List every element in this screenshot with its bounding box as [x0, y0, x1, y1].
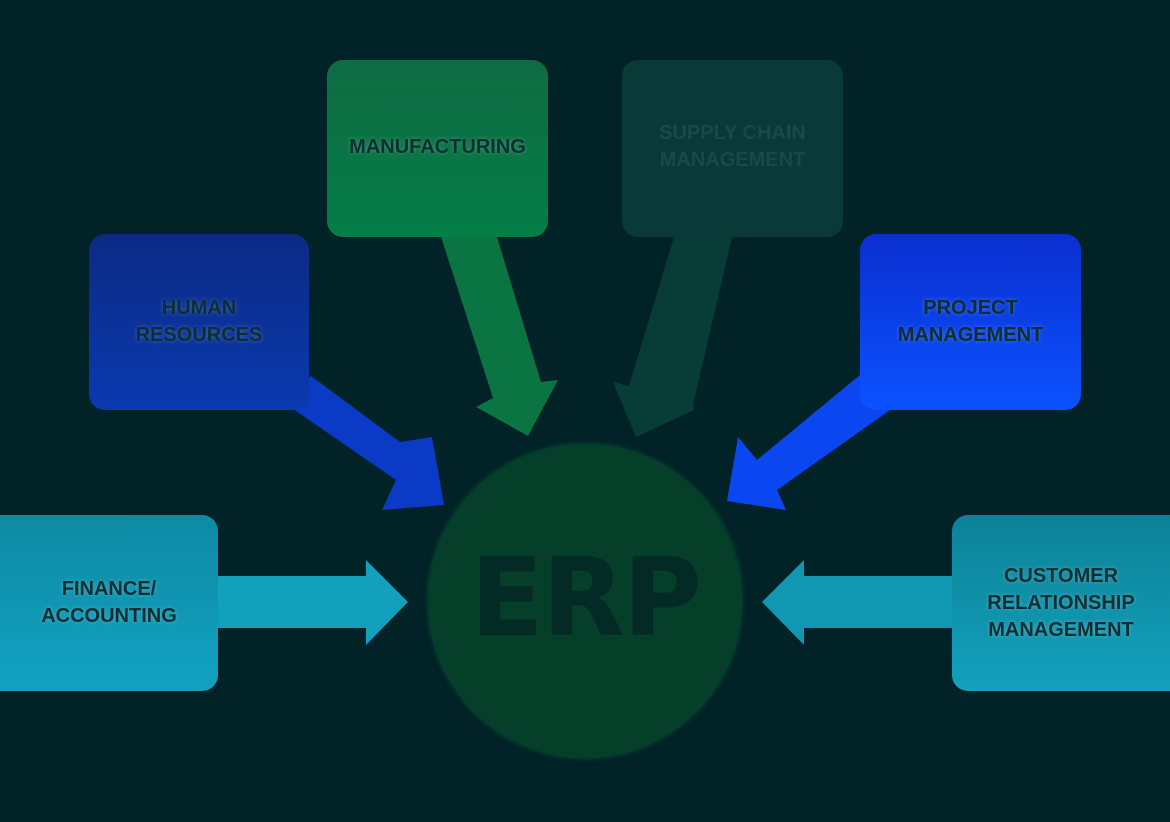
module-project-management: PROJECT MANAGEMENT [860, 234, 1081, 410]
arrow-hr [283, 376, 444, 510]
module-crm-label: CUSTOMER RELATIONSHIP MANAGEMENT [987, 564, 1135, 641]
module-pm-label: PROJECT MANAGEMENT [897, 297, 1044, 346]
erp-center-label: ERP [469, 535, 702, 661]
module-fin-label: FINANCE/ ACCOUNTING [41, 578, 177, 627]
module-human-resources: HUMAN RESOURCES [89, 234, 309, 410]
arrow-manufacturing [441, 237, 558, 436]
module-scm-label: SUPPLY CHAIN MANAGEMENT [659, 122, 806, 171]
arrow-scm [613, 237, 732, 437]
module-customer-relationship-management: CUSTOMER RELATIONSHIP MANAGEMENT [952, 515, 1170, 691]
arrow-crm [762, 560, 952, 645]
arrow-pm [727, 375, 890, 510]
module-manufacturing-label: MANUFACTURING [349, 136, 526, 158]
module-supply-chain-management: SUPPLY CHAIN MANAGEMENT [622, 60, 843, 237]
module-manufacturing: MANUFACTURING [327, 60, 548, 237]
arrow-fin [218, 560, 408, 645]
module-hr-label: HUMAN RESOURCES [135, 297, 263, 346]
module-finance-accounting: FINANCE/ ACCOUNTING [0, 515, 218, 691]
erp-center-circle: ERP [428, 444, 742, 758]
